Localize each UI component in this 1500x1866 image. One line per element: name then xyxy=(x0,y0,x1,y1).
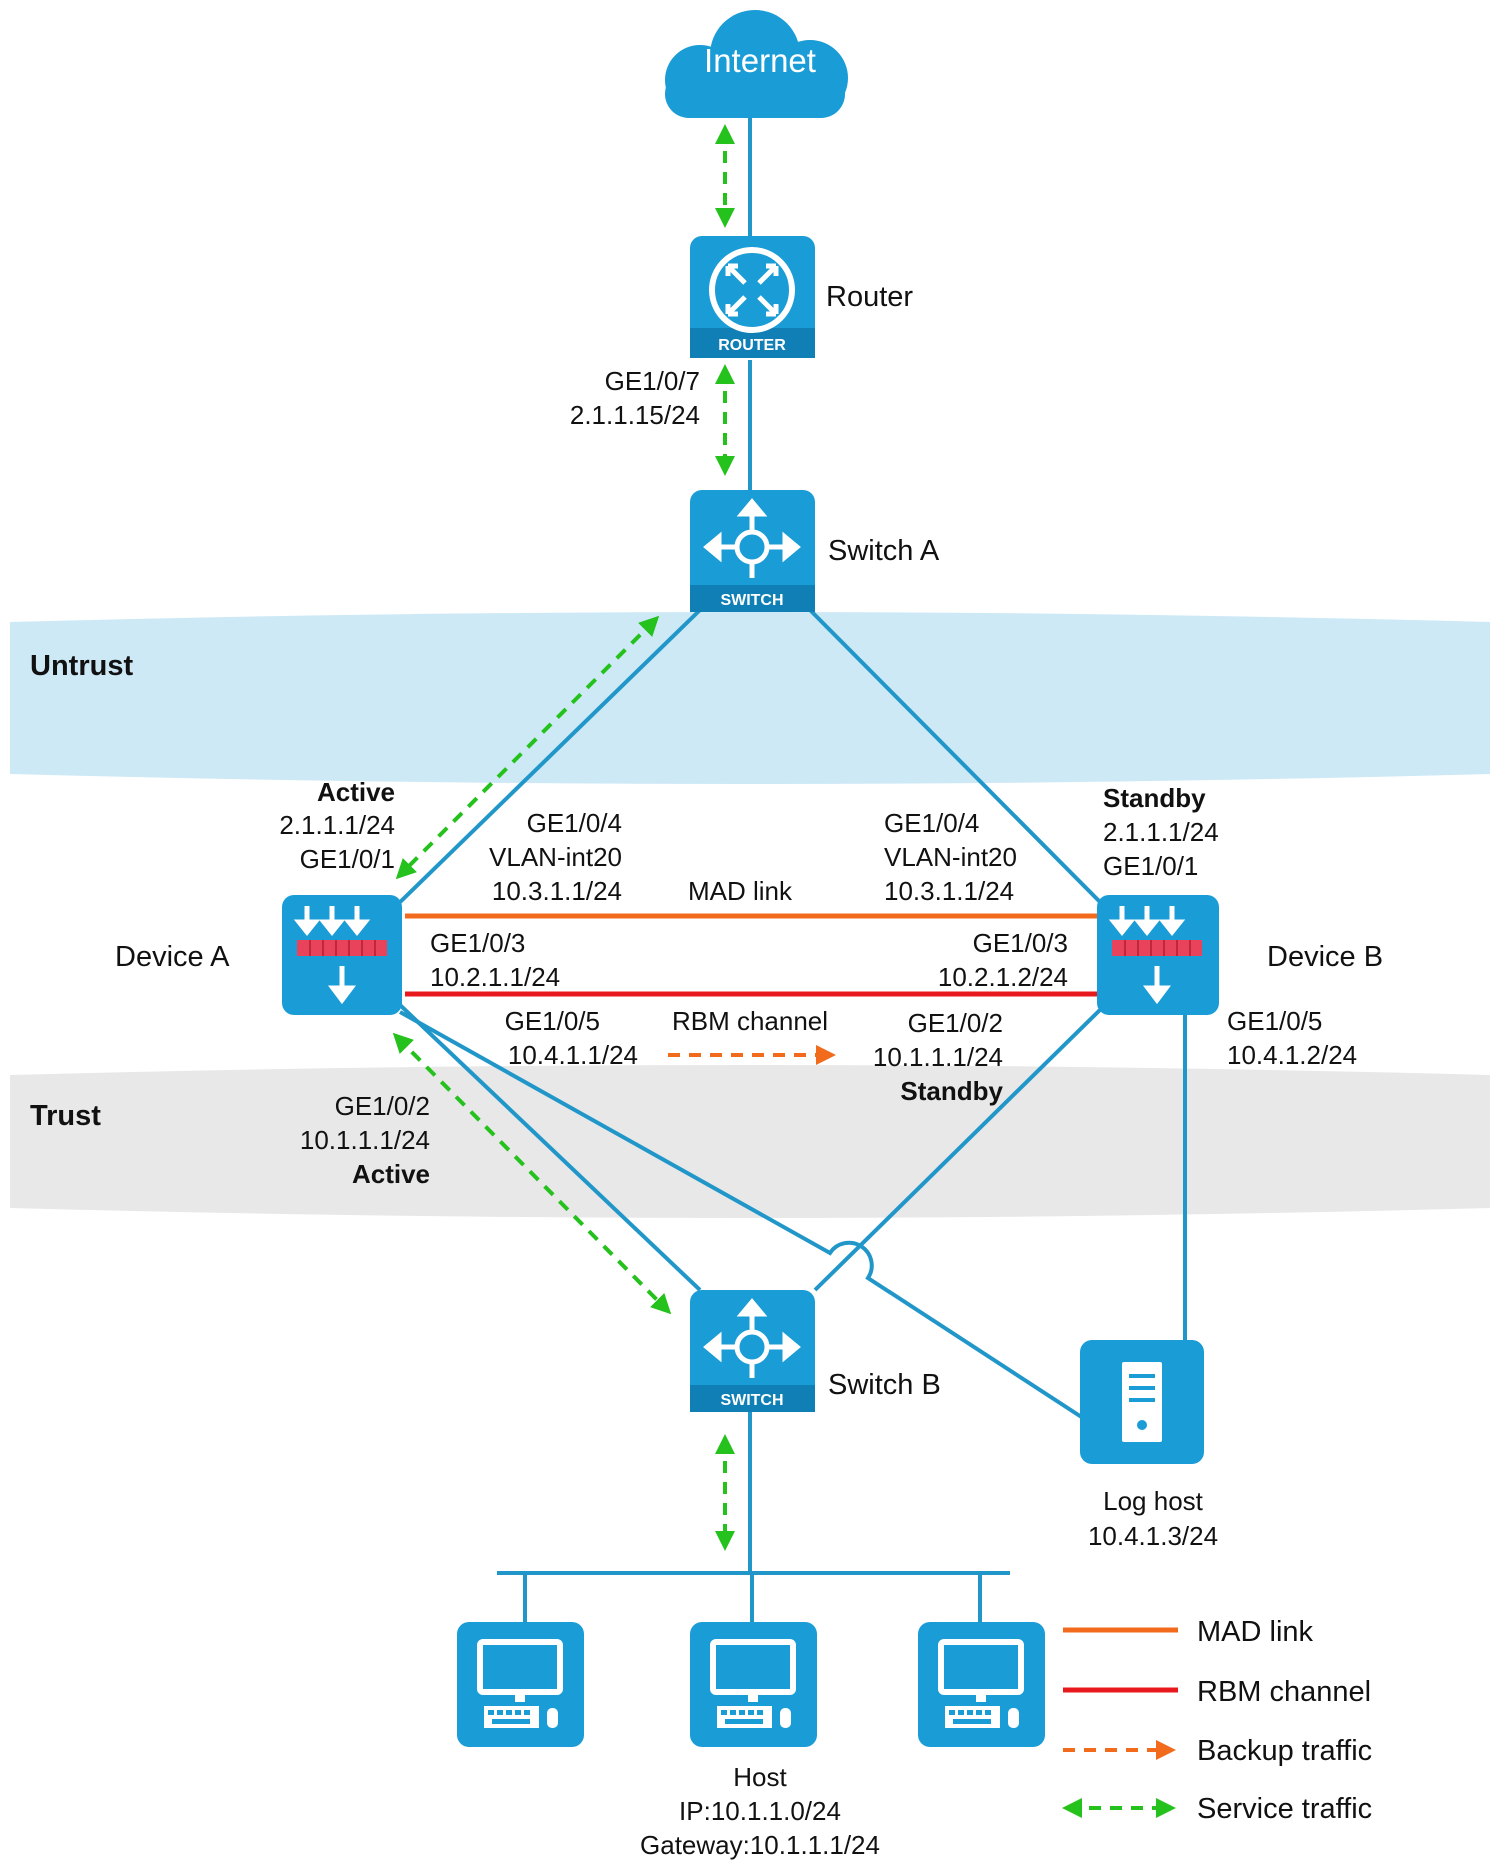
device-b-ge102-ip: 10.1.1.1/24 xyxy=(873,1042,1003,1072)
device-a-node: Device A xyxy=(115,895,402,1015)
device-b-up-if: GE1/0/1 xyxy=(1103,851,1198,881)
device-a-vlan: VLAN-int20 xyxy=(489,842,622,872)
device-a-ge104: GE1/0/4 xyxy=(527,808,622,838)
router-ge107-label: GE1/0/7 xyxy=(605,366,700,396)
device-a-vlan-ip: 10.3.1.1/24 xyxy=(492,876,622,906)
switch-b-label: Switch B xyxy=(828,1369,941,1401)
device-a-ge102: GE1/0/2 xyxy=(335,1091,430,1121)
log-host-node: Log host 10.4.1.3/24 xyxy=(1080,1340,1218,1551)
device-a-ge103-ip: 10.2.1.1/24 xyxy=(430,962,560,992)
device-b-label: Device B xyxy=(1267,941,1383,973)
legend-mad-label: MAD link xyxy=(1197,1616,1314,1648)
device-a-up-ip: 2.1.1.1/24 xyxy=(279,810,395,840)
device-a-up-if: GE1/0/1 xyxy=(300,844,395,874)
host-pc-3 xyxy=(918,1622,1045,1747)
device-b-up-ip: 2.1.1.1/24 xyxy=(1103,817,1219,847)
legend-backup-label: Backup traffic xyxy=(1197,1735,1372,1767)
device-b-ge105-ip: 10.4.1.2/24 xyxy=(1227,1040,1357,1070)
internet-label: Internet xyxy=(704,42,816,79)
device-a-ge103: GE1/0/3 xyxy=(430,928,525,958)
host-pc-1 xyxy=(457,1622,584,1747)
device-b-ge104: GE1/0/4 xyxy=(884,808,979,838)
switch-a-badge: SWITCH xyxy=(720,592,783,609)
device-a-ge105-ip: 10.4.1.1/24 xyxy=(508,1040,638,1070)
legend-rbm-label: RBM channel xyxy=(1197,1676,1371,1708)
router-label: Router xyxy=(826,281,913,313)
link-device-a-log-host xyxy=(399,1010,1085,1420)
device-a-active-label: Active xyxy=(317,777,395,807)
link-device-b-switch-b xyxy=(813,1003,1107,1292)
trust-zone-label: Trust xyxy=(30,1100,101,1132)
host-ip: IP:10.1.1.0/24 xyxy=(679,1796,841,1826)
device-b-ge105: GE1/0/5 xyxy=(1227,1006,1322,1036)
link-switch-a-device-b xyxy=(808,608,1107,909)
device-b-ge103: GE1/0/3 xyxy=(973,928,1068,958)
trust-zone xyxy=(10,1065,1490,1218)
mad-link-label: MAD link xyxy=(688,876,793,906)
device-b-ge103-ip: 10.2.1.2/24 xyxy=(938,962,1068,992)
device-b-node: Device B xyxy=(1097,895,1383,1015)
untrust-zone-label: Untrust xyxy=(30,650,133,682)
device-a-ge105: GE1/0/5 xyxy=(505,1006,600,1036)
host-label: Host xyxy=(733,1762,787,1792)
host-pc-2 xyxy=(690,1622,817,1747)
switch-a-label: Switch A xyxy=(828,535,940,567)
device-a-down-active: Active xyxy=(352,1159,430,1189)
router-node: ROUTER Router xyxy=(690,236,913,358)
device-a-ge102-ip: 10.1.1.1/24 xyxy=(300,1125,430,1155)
service-traffic-arrows xyxy=(392,124,735,1551)
cloud-icon xyxy=(665,10,848,118)
switch-icon xyxy=(690,1290,815,1412)
internet-node: Internet xyxy=(665,10,848,118)
router-badge: ROUTER xyxy=(718,337,786,354)
service-arrow-switch-a-device-a xyxy=(395,615,660,880)
router-ip-label: 2.1.1.15/24 xyxy=(570,400,700,430)
rbm-channel-label: RBM channel xyxy=(672,1006,828,1036)
service-arrow-device-a-switch-b xyxy=(392,1032,672,1315)
log-host-ip: 10.4.1.3/24 xyxy=(1088,1521,1218,1551)
device-b-vlan-ip: 10.3.1.1/24 xyxy=(884,876,1014,906)
untrust-zone xyxy=(10,612,1490,784)
log-host-label: Log host xyxy=(1103,1486,1204,1516)
switch-a-node: SWITCH Switch A xyxy=(690,490,940,612)
device-b-down-standby: Standby xyxy=(900,1076,1003,1106)
device-b-vlan: VLAN-int20 xyxy=(884,842,1017,872)
legend: MAD link RBM channel Backup traffic Serv… xyxy=(1062,1616,1372,1825)
host-gateway: Gateway:10.1.1.1/24 xyxy=(640,1830,880,1860)
switch-icon xyxy=(690,490,815,612)
device-a-label: Device A xyxy=(115,941,230,973)
switch-b-badge: SWITCH xyxy=(720,1392,783,1409)
switch-b-node: SWITCH Switch B xyxy=(690,1290,941,1412)
device-b-standby-label: Standby xyxy=(1103,783,1206,813)
legend-service-label: Service traffic xyxy=(1197,1793,1372,1825)
device-b-ge102: GE1/0/2 xyxy=(908,1008,1003,1038)
